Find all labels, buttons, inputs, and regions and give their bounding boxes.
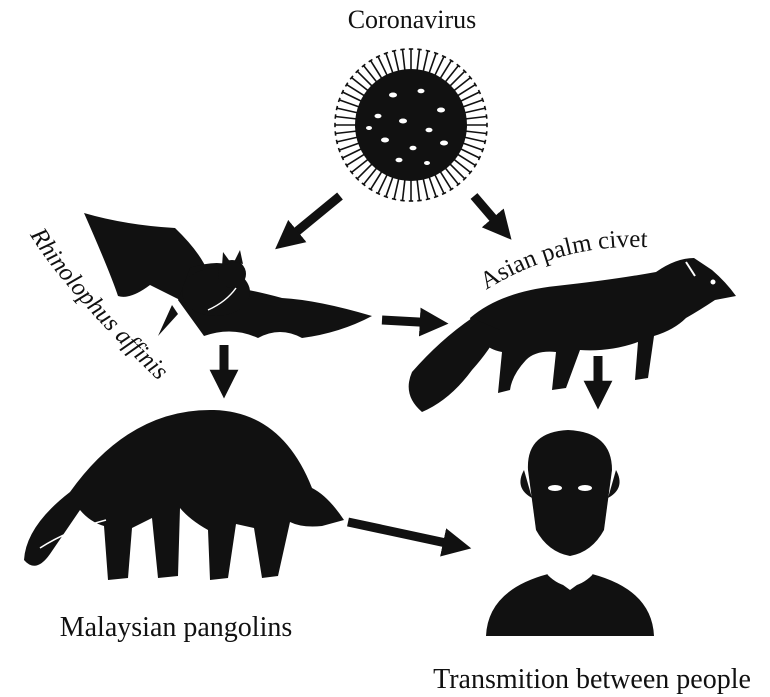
coronavirus-label: Coronavirus xyxy=(348,5,477,34)
civet-icon xyxy=(409,258,736,412)
people-label: Transmition between people xyxy=(433,664,751,695)
coronavirus-icon xyxy=(335,49,487,201)
person-icon xyxy=(486,430,654,636)
arrow-pangolin-to-person xyxy=(348,522,460,546)
arrow-virus-to-bat xyxy=(284,196,340,242)
arrow-virus-to-civet xyxy=(474,196,504,231)
pangolin-label: Malaysian pangolins xyxy=(60,612,293,643)
pangolin-icon xyxy=(24,410,344,580)
bat-icon xyxy=(84,213,372,338)
arrow-bat-to-civet xyxy=(382,320,437,323)
